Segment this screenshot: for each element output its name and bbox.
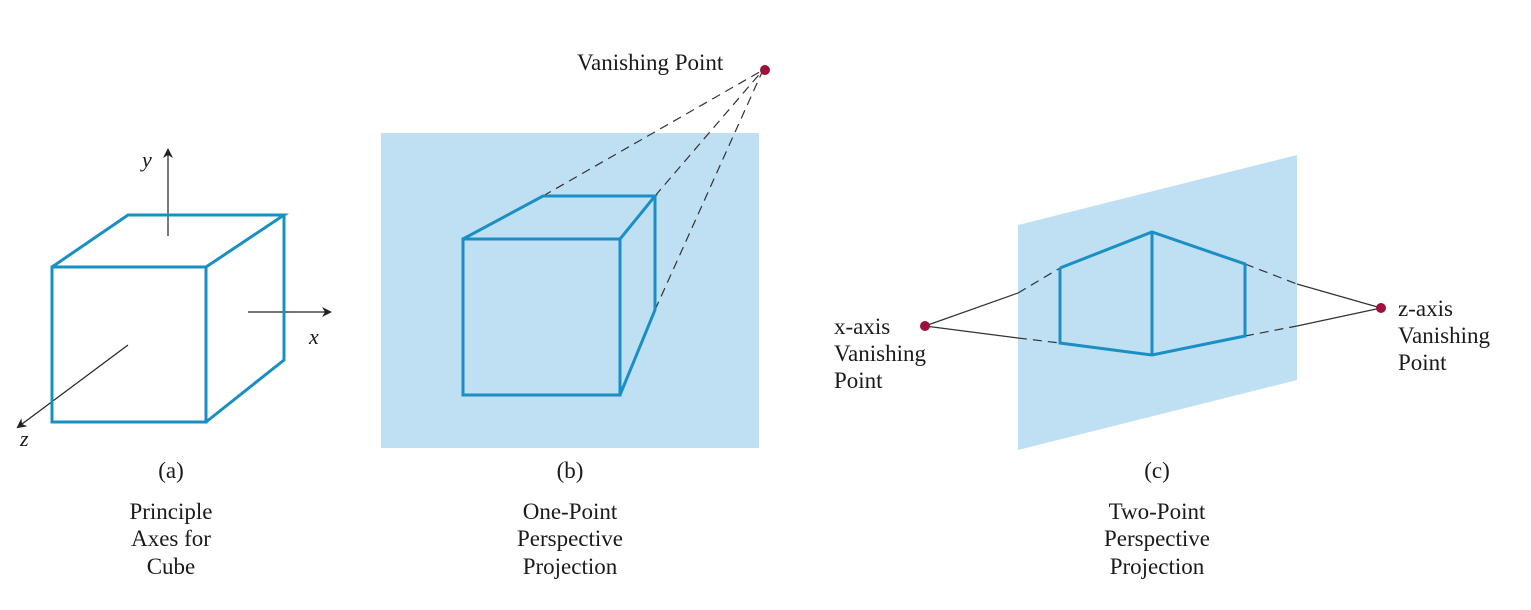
caption-c-line-2: Perspective	[1104, 526, 1210, 551]
z-axis-vanishing-point	[1376, 303, 1386, 313]
caption-c-line-3: Projection	[1110, 554, 1205, 579]
x-vp-label-line-3: Point	[834, 368, 883, 393]
caption-a-line-1: Principle	[129, 499, 212, 524]
caption-b-line-2: Perspective	[517, 526, 623, 551]
projection-plane-c	[1018, 155, 1297, 450]
axes-cube	[50, 213, 289, 424]
z-axis-label: z	[19, 426, 29, 451]
z-vp-label-line-1: z-axis	[1398, 296, 1453, 321]
panel-a: y x z (a) Principle Axes for Cube	[16, 147, 332, 579]
panel-b: Vanishing Point (b) One-Point Perspectiv…	[381, 50, 770, 579]
vanishing-lines-c	[924, 263, 1382, 344]
caption-a-line-2: Axes for	[131, 526, 211, 551]
one-point-cube	[461, 194, 659, 397]
z-axis	[16, 344, 129, 429]
caption-b-letter: (b)	[557, 458, 584, 483]
x-vp-label-line-2: Vanishing	[834, 341, 927, 366]
z-vp-label-line-3: Point	[1398, 350, 1447, 375]
caption-b-line-3: Projection	[523, 554, 618, 579]
vanishing-point-b	[760, 65, 770, 75]
caption-b-line-1: One-Point	[523, 499, 618, 524]
x-vp-label-line-1: x-axis	[834, 314, 890, 339]
caption-a-letter: (a)	[158, 458, 184, 483]
caption-a-line-3: Cube	[147, 554, 196, 579]
vanishing-point-label: Vanishing Point	[577, 50, 724, 75]
panel-c: x-axis Vanishing Point z-axis Vanishing …	[834, 155, 1491, 579]
y-axis-label: y	[140, 147, 152, 172]
x-axis-vanishing-point	[920, 321, 930, 331]
two-point-cube	[1058, 230, 1247, 357]
caption-c-letter: (c)	[1144, 458, 1170, 483]
vanishing-lines-b	[542, 69, 764, 311]
caption-c-line-1: Two-Point	[1109, 499, 1206, 524]
z-vp-label-line-2: Vanishing	[1398, 323, 1491, 348]
x-axis-label: x	[308, 324, 319, 349]
